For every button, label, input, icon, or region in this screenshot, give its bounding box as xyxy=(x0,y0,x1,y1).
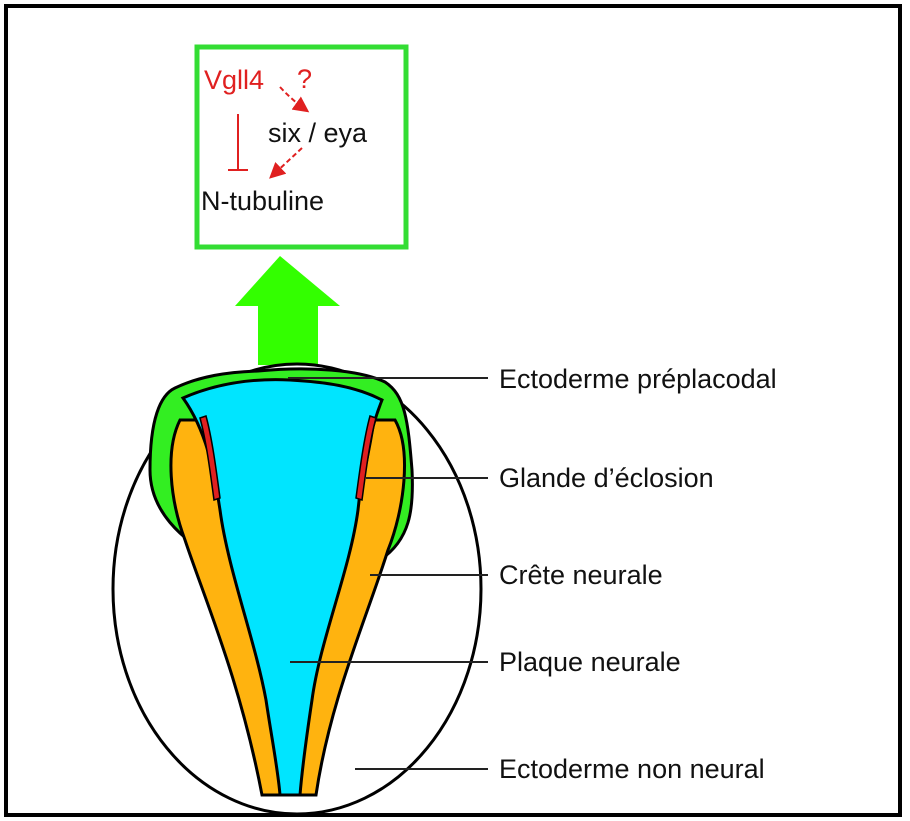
label-non-neural-ectoderm: Ectoderme non neural xyxy=(499,754,765,784)
label-hatching-gland: Glande d’éclosion xyxy=(499,463,714,493)
six-eya-label: six / eya xyxy=(268,118,368,148)
ntubuline-label: N-tubuline xyxy=(201,186,324,216)
upward-arrow xyxy=(235,256,340,365)
label-preplacodal-ectoderm: Ectoderme préplacodal xyxy=(499,364,777,394)
label-neural-plate: Plaque neurale xyxy=(499,647,681,677)
vgll4-label: Vgll4 xyxy=(204,65,264,95)
label-neural-crest: Crête neurale xyxy=(499,560,663,590)
question-mark: ? xyxy=(297,64,312,94)
